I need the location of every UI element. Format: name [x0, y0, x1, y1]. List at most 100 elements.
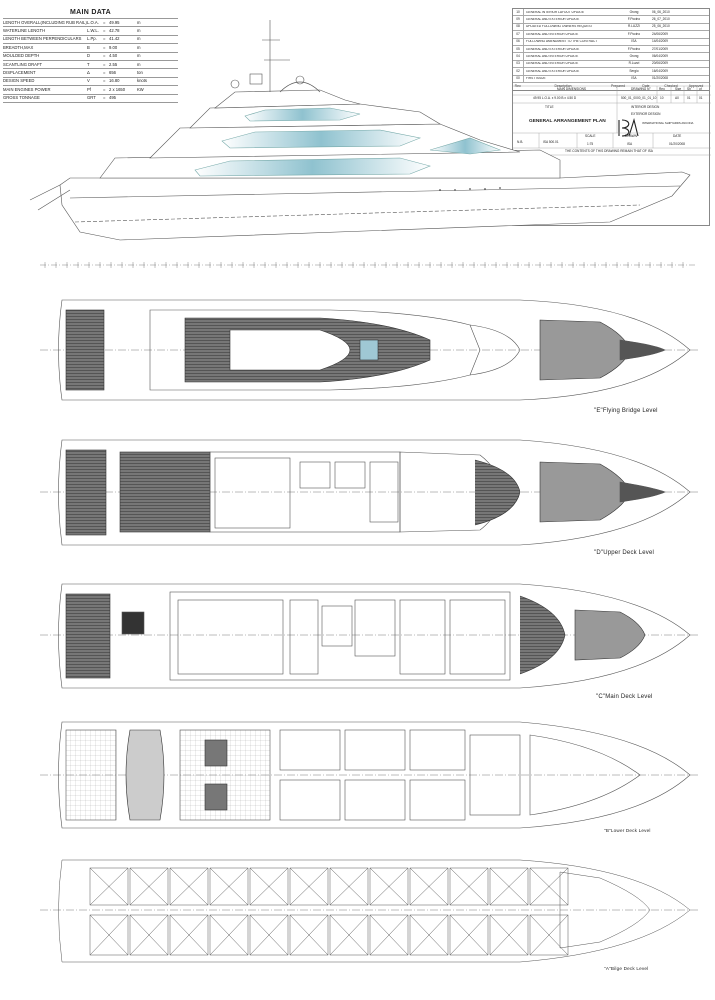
revision-by: F.Pocino [627, 46, 641, 51]
description-header: Description [554, 83, 572, 88]
main-data-unit: knots [137, 78, 148, 84]
upper-deck-label: "D"Upper Deck Level [594, 550, 655, 556]
scale-label: SCALE [585, 134, 596, 138]
sheet-value: 01 [687, 96, 691, 100]
main-data-unit: m [137, 36, 141, 42]
main-data-sym: D [87, 53, 91, 59]
tank-cross [289, 914, 329, 956]
tank-cross [249, 914, 289, 956]
tank-cell [369, 867, 409, 906]
sheet-label: Sh [687, 87, 691, 91]
tank-cell [489, 914, 529, 956]
tank-cell [529, 867, 569, 906]
main-data-val: 42.78 [109, 27, 120, 33]
main-data-label: WATERLINE LENGTH [3, 28, 46, 33]
main-data-unit: m [137, 44, 141, 50]
revision-date: 16/04/2009 [652, 68, 668, 73]
of-label: of [699, 87, 702, 91]
revision-desc: GENERAL AND INTERIOR UPDATE [526, 62, 579, 66]
tank-cell [329, 914, 369, 956]
revision-no: 00 [513, 75, 524, 82]
main-data-val: 2 x 1650 [109, 86, 126, 92]
revision-by: ISA [631, 39, 637, 44]
tank-cross [289, 867, 329, 906]
revision-date: 06_06_2010 [652, 9, 670, 14]
main-data-label: DISPLACEMENT [3, 70, 36, 75]
tank-cross [529, 867, 569, 906]
main-data-unit: m [137, 53, 141, 59]
revision-date: 01/20/2008 [652, 76, 668, 81]
revision-date: 26_07_2010 [652, 16, 670, 21]
drawn-label: DRAWN [625, 134, 637, 138]
main-data-val: 2.55 [109, 61, 118, 67]
main-data-equals: = [103, 69, 106, 75]
tank-cross [369, 914, 409, 956]
main-data-label: DESIGN SPEED [3, 79, 35, 84]
date-label: DATE [673, 134, 682, 138]
tank-cross [209, 867, 249, 906]
date-header: Date [642, 83, 650, 88]
ownership-notice: THE CONTENTS OF THIS DRAWING REMAIN THAT… [565, 149, 653, 153]
revision-by: Sergio [629, 68, 639, 73]
tank-cross [449, 867, 489, 906]
revision-no: 04 [513, 53, 524, 60]
revision-desc: GENERAL INTERIOR LAYOUT UPDATE [526, 10, 585, 14]
upper-deck-plan [40, 439, 700, 546]
rev-header: Rev. [514, 83, 522, 88]
revision-by: F.Pocino [627, 31, 641, 36]
of-value: 01 [699, 96, 703, 100]
tank-cell [209, 867, 249, 906]
tank-cell [89, 867, 129, 906]
size-value: A0 [675, 96, 679, 100]
revision-desc: FOLLOWING AMENDMENT TO THE CONTRACT [526, 40, 598, 44]
main-data-equals: = [103, 27, 106, 33]
tank-cross [369, 867, 409, 906]
tank-cell [129, 914, 169, 956]
tank-cell [249, 914, 289, 956]
tank-cell [449, 914, 489, 956]
title-label: TITLE [545, 105, 554, 109]
tank-cross [529, 914, 569, 956]
main-data-label: BREADTH,MAX [3, 45, 34, 50]
tank-cell [209, 914, 249, 956]
main-data-label: MOULDED DEPTH [3, 54, 40, 59]
revision-no: 02 [513, 68, 524, 75]
main-data-unit: m [137, 19, 141, 25]
tank-cross [89, 914, 129, 956]
revision-date: 24/06/2009 [652, 31, 668, 36]
main-data-equals: = [103, 61, 106, 67]
rev-label: Rev. [659, 87, 666, 91]
main-dimensions-label: MAIN DIMENSIONS [557, 87, 587, 91]
main-data-equals: = [103, 53, 106, 59]
revision-desc: UPDATED FOLLOWING OWNERS REQUEST [526, 25, 593, 29]
revision-date: 14/04/2009 [652, 39, 668, 44]
tank-cross [489, 914, 529, 956]
bilge-deck-label: "A"Bilge Deck Level [604, 966, 649, 971]
frame-scale [40, 262, 695, 268]
company-name: INTERNATIONAL SHIPYARDS ANCONA [642, 121, 694, 125]
main-data-sym: Δ [87, 69, 90, 75]
main-data-unit: m [137, 61, 141, 67]
revision-desc: GENERAL AND EXTERIOR UPDATE [526, 69, 580, 73]
main-data-equals: = [103, 78, 106, 84]
revision-header: Rev. Description Prepared Date Checked A… [513, 83, 709, 91]
main-data-sym: T [87, 61, 90, 67]
drawing-title: GENERAL ARRANGEMENT PLAN [529, 119, 606, 124]
revision-no: 05 [513, 45, 524, 53]
tank-cell [129, 867, 169, 906]
rev-value: 10 [660, 96, 664, 100]
revision-desc: GENERAL AND EXTERIOR UPDATE [526, 47, 580, 51]
revision-by: Grong [629, 53, 639, 58]
tank-cross [329, 867, 369, 906]
flying-bridge-plan [40, 299, 700, 401]
revision-date: 06/04/2009 [652, 53, 668, 58]
tank-cell [169, 914, 209, 956]
main-data-val: 9.00 [109, 44, 118, 50]
bilge-deck-plan [40, 859, 700, 963]
